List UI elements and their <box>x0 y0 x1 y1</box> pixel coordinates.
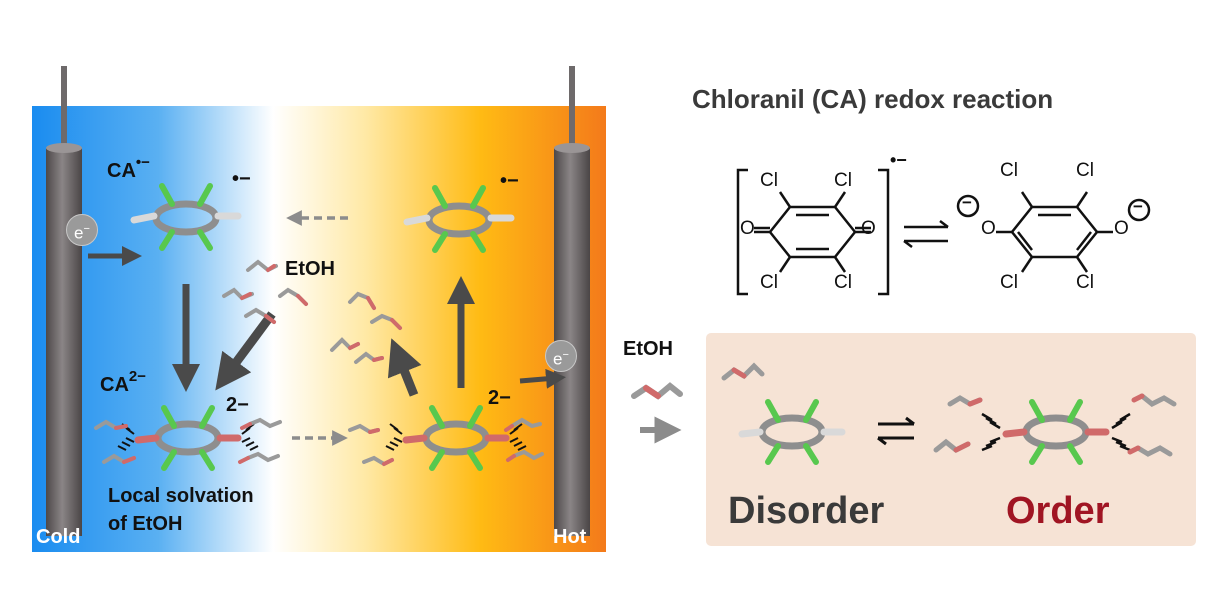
ca-dianion-label: CA2− <box>100 368 146 396</box>
hot-label: Hot <box>553 526 587 548</box>
ca-radical-molecule-cold <box>130 183 242 251</box>
ca-dianion-molecule-cold <box>117 405 259 471</box>
oxide-negative-charge: − <box>1133 197 1143 216</box>
ordered-ethanol-shell <box>933 393 1177 457</box>
redox-equation <box>736 168 1151 296</box>
ordering-panel <box>706 333 1196 546</box>
radical-charge-hot: •− <box>500 170 519 192</box>
ethanol-molecule-icon <box>631 362 765 400</box>
cl-atom-label: Cl <box>1000 272 1018 293</box>
o-atom-label: O <box>981 218 996 239</box>
diagram-title: Chloranil (CA) redox reaction <box>692 84 1054 114</box>
radical-anion-charge: •− <box>890 150 907 170</box>
cl-atom-label: Cl <box>834 170 852 191</box>
cl-atom-label: Cl <box>760 170 778 191</box>
panel-equilibrium-arrows <box>877 416 915 446</box>
dianion-charge-cold: 2− <box>226 394 249 416</box>
oxide-negative-charge: − <box>962 193 972 212</box>
ca-radical-label: CA•− <box>107 154 150 182</box>
ethanol-label-panel: EtOH <box>623 338 673 360</box>
o-atom-label: O <box>740 218 755 239</box>
ca-dianion-molecule-hot <box>385 405 527 471</box>
electron-badge-cold: e− <box>66 214 98 246</box>
disordered-ca-molecule <box>738 399 846 465</box>
order-label: Order <box>1006 490 1110 532</box>
ordered-solvated-ca-molecule <box>981 399 1131 465</box>
radical-charge-cold: •− <box>232 168 251 190</box>
cl-atom-label: Cl <box>834 272 852 293</box>
dianion-charge-hot: 2− <box>488 387 511 409</box>
electron-badge-hot: e− <box>545 340 577 372</box>
solvation-arrow <box>215 311 276 391</box>
disorder-label: Disorder <box>728 490 885 532</box>
o-atom-label: O <box>861 218 876 239</box>
cold-label: Cold <box>36 526 81 548</box>
cl-atom-label: Cl <box>1076 160 1094 181</box>
desolvation-arrow <box>387 338 422 397</box>
cold-electrode <box>46 66 82 536</box>
o-atom-label: O <box>1114 218 1129 239</box>
ethanol-label-cell: EtOH <box>285 258 335 280</box>
ethanol-cluster <box>94 259 544 467</box>
cl-atom-label: Cl <box>1000 160 1018 181</box>
cl-atom-label: Cl <box>1076 272 1094 293</box>
electrochemical-cell <box>32 106 606 552</box>
ca-radical-molecule-hot <box>403 185 515 253</box>
electron-transfer-arrow-hot <box>519 368 566 389</box>
cl-atom-label: Cl <box>760 272 778 293</box>
